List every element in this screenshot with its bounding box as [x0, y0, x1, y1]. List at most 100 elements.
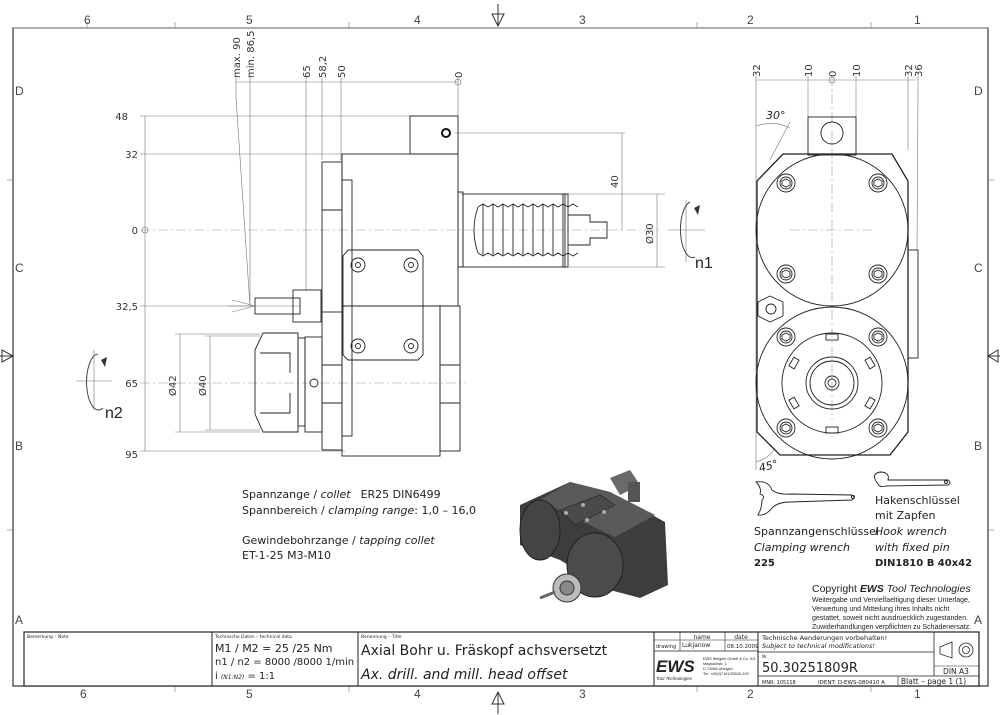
collet-value: ER25 DIN6499 [361, 488, 441, 501]
clamping-range-label: Spannbereich / [242, 504, 325, 517]
hook-wrench-en-2: with fixed pin [875, 541, 950, 554]
clamping-range-value: : 1,0 – 16,0 [414, 504, 476, 517]
ratio-sub: (N1:N2) [221, 674, 244, 681]
title-label: Benennung – Title [361, 634, 402, 640]
zone-label-bottom: 5 [246, 687, 253, 701]
dim-label: 0 [828, 71, 839, 77]
clamping-wrench-icon [755, 481, 855, 516]
screw [868, 327, 888, 347]
rotation-n2-icon [76, 350, 112, 411]
ews-logo-sub: Tool Technologies [656, 676, 693, 681]
ratio-prefix: i [215, 671, 218, 682]
angle-label: 45° [757, 457, 779, 475]
drawing-title-en: Ax. drill. and mill. head offset [360, 667, 568, 683]
hook-wrench-de-2: mit Zapfen [875, 509, 935, 522]
dim-label: 0 [132, 226, 138, 237]
col-name: name [693, 634, 710, 641]
zone-label-bottom: 6 [80, 687, 87, 701]
zone-label-top: 2 [747, 13, 754, 27]
rotation-n1-icon [668, 200, 705, 262]
projection-symbol-icon [939, 641, 974, 659]
clamping-wrench-de: Spannzangenschlüssel [754, 525, 879, 538]
dim-label: 32 [752, 64, 763, 77]
ews-logo: EWS [656, 657, 695, 676]
mnr-value: MNR: 105118 [762, 680, 796, 686]
speed-value: n1 / n2 = 8000 /8000 1/min [215, 657, 354, 668]
dim-label: min. 86,5 [246, 31, 257, 78]
zone-label-top: 6 [84, 13, 91, 27]
hook-wrench-code: DIN1810 B 40x42 [875, 558, 972, 569]
dim-label: 36 [914, 64, 925, 77]
hook-wrench-icon [874, 471, 951, 488]
collet-notes: Spannzange / collet ER25 DIN6499 Spannber… [242, 488, 476, 562]
dim-label: 32,5 [116, 302, 138, 313]
modification-notice-en: Subject to technical modifications! [762, 642, 875, 650]
col-date: date [734, 634, 748, 641]
zone-label-bottom: 3 [579, 687, 586, 701]
screw [776, 173, 796, 193]
zone-label-right: A [974, 613, 982, 627]
tapping-collet-label-en: tapping collet [359, 534, 435, 547]
zone-marks [0, 4, 1000, 714]
clamping-wrench-en: Clamping wrench [754, 541, 850, 554]
zone-label-top: 1 [914, 13, 921, 27]
screw [350, 338, 366, 354]
zone-label-left: A [15, 613, 23, 627]
screw [868, 173, 888, 193]
copyright-suffix: Tool Technologies [884, 583, 972, 595]
screw [776, 264, 796, 284]
collet-label-en: collet [321, 488, 352, 501]
title-block [23, 631, 980, 687]
tapping-collet-label: Gewindebohrzange / [242, 534, 356, 547]
clamping-range-label-en: clamping range [328, 504, 414, 517]
dim-label: 32 [904, 64, 915, 77]
screw [403, 257, 419, 273]
company-line: Tel. +49(0)7161/93040-100 [703, 672, 749, 676]
dim-label: max. 90 [232, 37, 243, 78]
zone-label-top: 3 [579, 13, 586, 27]
format-value: DIN A3 [943, 667, 969, 676]
copyright-line: gestattet, soweit nicht ausdruecklich zu… [812, 615, 968, 622]
screw [868, 264, 888, 284]
zone-label-right: D [974, 84, 983, 98]
zone-label-left: C [15, 261, 24, 275]
svg-text:Gewindebohrzange / tapping col: Gewindebohrzange / tapping collet [242, 534, 435, 547]
dim-label: 95 [125, 450, 138, 461]
company-line: D-73066 Uhingen [703, 667, 733, 671]
drawn-by: Lukjanow [682, 642, 710, 649]
torque-value: M1 / M2 = 25 /25 Nm [215, 642, 333, 655]
screw [350, 257, 366, 273]
company-line: EWS Weigele GmbH & Co. KG [703, 657, 756, 661]
dim-label: 10 [852, 64, 863, 77]
modification-notice-de: Technische Aenderungen vorbehalten! [761, 634, 887, 642]
spindle-label-n1: n1 [695, 255, 713, 272]
svg-text:Spannbereich / clamping range:: Spannbereich / clamping range: 1,0 – 16,… [242, 504, 476, 517]
screw [403, 338, 419, 354]
zone-label-bottom: 4 [414, 687, 421, 701]
dim-label: 65 [125, 379, 138, 390]
dim-label: 40 [610, 175, 621, 188]
dim-label: 50 [337, 65, 348, 78]
isometric-render [519, 470, 668, 603]
zone-label-left: D [15, 84, 24, 98]
ratio-val: = 1:1 [247, 671, 275, 682]
zone-label-bottom: 2 [747, 687, 754, 701]
company-line: Maybachstr. 1 [703, 662, 727, 666]
zone-label-top: 4 [414, 13, 421, 27]
page-value: Blatt – page 1 (1) [901, 677, 966, 686]
ident-value: IDENT: D-EWS-080410 A [818, 680, 885, 686]
drawn-date: 08.10.2009 [727, 644, 759, 650]
collet-label: Spannzange / [242, 488, 317, 501]
dim-label: 32 [125, 150, 138, 161]
zone-label-right: C [974, 261, 983, 275]
dim-label: 10 [804, 64, 815, 77]
copyright-line: Zuwiderhandlungen verpflichten zu Schade… [812, 624, 971, 631]
copyright-brand: EWS [860, 583, 884, 595]
drawing-number: 50.30251809R [762, 661, 858, 676]
side-view [140, 78, 665, 457]
note-label: Bemerkung – Note [27, 634, 69, 640]
dim-label: 0 [454, 72, 465, 78]
screw [868, 418, 888, 438]
front-view [755, 76, 919, 470]
